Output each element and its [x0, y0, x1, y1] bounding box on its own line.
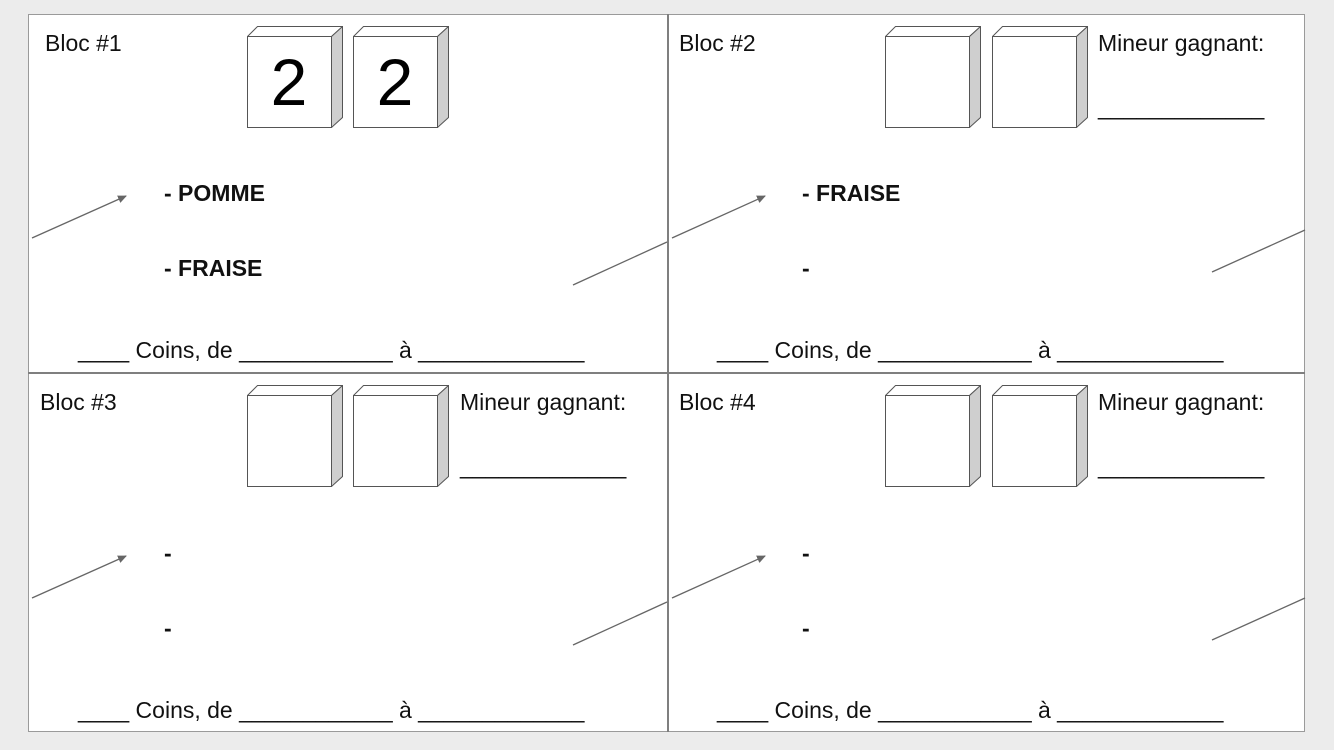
- block-3-item-1: -: [164, 540, 172, 566]
- cube-shape-icon: [353, 385, 449, 487]
- block-4-outgoing-line: [1211, 597, 1306, 641]
- block-1-cube-2: 2: [353, 26, 449, 128]
- block-1-cube-1: 2: [247, 26, 343, 128]
- cube-shape-icon: [992, 26, 1088, 128]
- block-1-outgoing-line: [572, 241, 668, 286]
- block-3-item-2: -: [164, 615, 172, 641]
- block-4-winner-blank: _____________: [1098, 453, 1265, 479]
- cube-shape-icon: [247, 26, 343, 128]
- block-2-title: Bloc #2: [679, 30, 756, 56]
- block-2-item-2: -: [802, 255, 810, 281]
- cube-shape-icon: [885, 26, 981, 128]
- block-1-title: Bloc #1: [45, 30, 122, 56]
- block-3-winner-blank: _____________: [460, 453, 627, 479]
- block-2-incoming-arrow: [671, 195, 766, 239]
- block-4-winner-label: Mineur gagnant:: [1098, 389, 1265, 415]
- cube-shape-icon: [247, 385, 343, 487]
- block-2-outgoing-line: [1211, 229, 1306, 273]
- block-1-coins-line: ____ Coins, de ____________ à __________…: [78, 337, 585, 363]
- block-1-digit-2: 2: [376, 45, 414, 119]
- block-4-cube-2: [992, 385, 1088, 487]
- block-1-digit-1: 2: [270, 45, 308, 119]
- cube-shape-icon: [353, 26, 449, 128]
- block-3-coins-line: ____ Coins, de ____________ à __________…: [78, 697, 585, 723]
- block-4-title: Bloc #4: [679, 389, 756, 415]
- block-2-coins-line: ____ Coins, de ____________ à __________…: [717, 337, 1224, 363]
- block-4-incoming-arrow: [671, 555, 766, 599]
- block-1-incoming-arrow: [31, 195, 127, 239]
- block-4-cube-1: [885, 385, 981, 487]
- block-2-cube-1: [885, 26, 981, 128]
- block-1-item-2: - FRAISE: [164, 255, 263, 281]
- block-2-item-1: - FRAISE: [802, 180, 901, 206]
- cube-shape-icon: [885, 385, 981, 487]
- block-1-item-1: - POMME: [164, 180, 265, 206]
- block-3-incoming-arrow: [31, 555, 127, 599]
- block-3-cube-2: [353, 385, 449, 487]
- block-4-coins-line: ____ Coins, de ____________ à __________…: [717, 697, 1224, 723]
- horizontal-divider: [28, 372, 1305, 374]
- block-3-title: Bloc #3: [40, 389, 117, 415]
- block-3-winner-label: Mineur gagnant:: [460, 389, 627, 415]
- block-2-cube-2: [992, 26, 1088, 128]
- block-2-winner-blank: _____________: [1098, 94, 1265, 120]
- block-3-outgoing-line: [572, 601, 668, 646]
- block-3-cube-1: [247, 385, 343, 487]
- block-2-winner-label: Mineur gagnant:: [1098, 30, 1265, 56]
- cube-shape-icon: [992, 385, 1088, 487]
- block-4-item-1: -: [802, 540, 810, 566]
- block-4-item-2: -: [802, 615, 810, 641]
